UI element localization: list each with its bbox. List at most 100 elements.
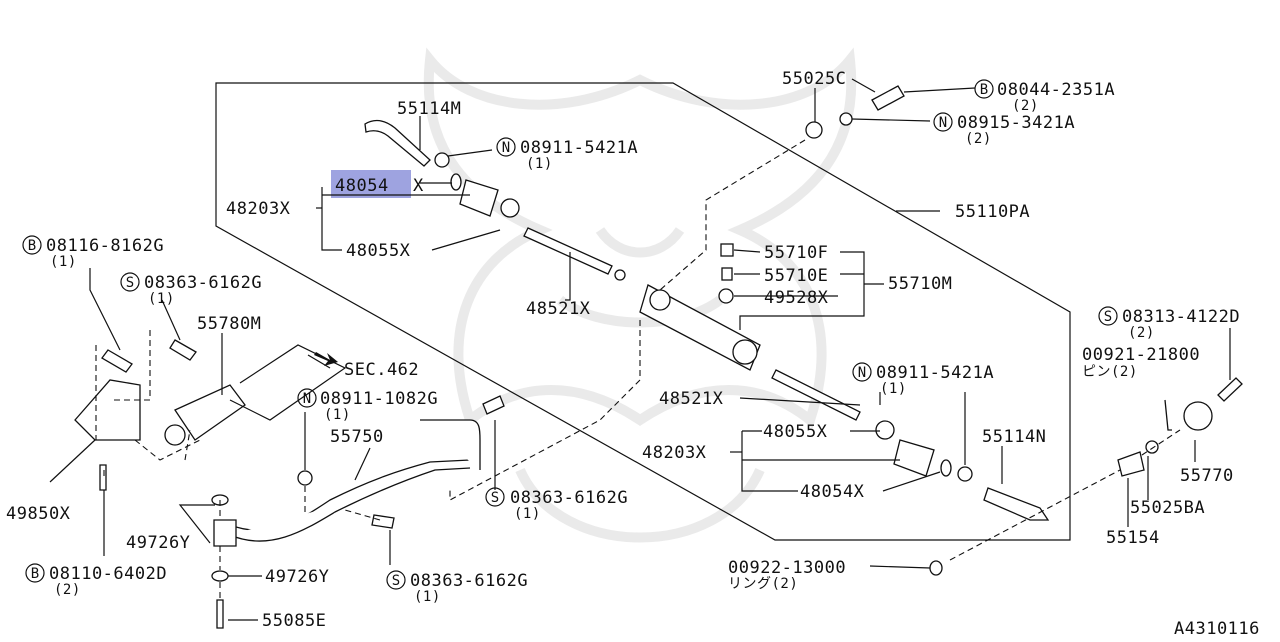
- qty-08911-top: (1): [526, 156, 553, 172]
- label-08363-6162G-b[interactable]: 08363-6162G: [510, 488, 628, 508]
- gear-housing: [639, 284, 761, 371]
- seal-49528: [718, 288, 734, 304]
- gear-port-b: [732, 339, 758, 365]
- boot-clamp-55114N: [983, 487, 1050, 521]
- label-49726Y-a[interactable]: 49726Y: [126, 533, 190, 553]
- boot-clamp-55114M: [364, 119, 431, 167]
- label-55025BA[interactable]: 55025BA: [1130, 498, 1205, 518]
- label-55770[interactable]: 55770: [1180, 466, 1234, 486]
- label-08363-6162G-a[interactable]: 08363-6162G: [144, 273, 262, 293]
- label-48054-suffix: X: [413, 176, 424, 196]
- bracket-49850: [74, 379, 141, 441]
- bushing-55154: [1117, 451, 1145, 477]
- bolt-symbol: B: [980, 82, 988, 98]
- label-48521X-bot[interactable]: 48521X: [659, 389, 724, 409]
- nut-bot: [957, 466, 973, 482]
- label-48055X-top[interactable]: 48055X: [346, 241, 411, 261]
- label-55710E[interactable]: 55710E: [764, 266, 828, 286]
- highlight-48054[interactable]: [331, 170, 411, 198]
- union-fitting: [213, 519, 237, 547]
- label-48054X-bot[interactable]: 48054X: [800, 482, 865, 502]
- tie-rod-48521-bot: [771, 369, 861, 421]
- label-sec-462[interactable]: SEC.462: [344, 360, 419, 380]
- label-08911-5421A-top[interactable]: 08911-5421A: [520, 138, 638, 158]
- qty-08915: (2): [965, 131, 992, 147]
- screw-symbol: S: [392, 573, 400, 589]
- screw-08363-c: [371, 514, 395, 529]
- nut-symbol: N: [303, 391, 311, 407]
- washer-55025BA: [1145, 440, 1159, 454]
- label-48054-top[interactable]: 48054: [335, 176, 389, 196]
- nut-symbol: N: [502, 140, 510, 156]
- qty-08116: (1): [50, 254, 77, 270]
- label-48521X-top[interactable]: 48521X: [526, 299, 591, 319]
- qty-08911-bot: (1): [880, 381, 907, 397]
- qty-08363-b: (1): [514, 506, 541, 522]
- washer-55025C: [805, 121, 823, 139]
- washer-49726-b: [211, 570, 229, 582]
- label-08915-3421A[interactable]: 08915-3421A: [957, 113, 1075, 133]
- label-00921-21800[interactable]: 00921-21800: [1082, 345, 1200, 365]
- label-55780M[interactable]: 55780M: [197, 314, 261, 334]
- label-49850X[interactable]: 49850X: [6, 504, 71, 524]
- label-55710F[interactable]: 55710F: [764, 243, 828, 263]
- bolt-symbol: B: [28, 238, 36, 254]
- label-08363-6162G-c[interactable]: 08363-6162G: [410, 571, 528, 591]
- label-55110PA[interactable]: 55110PA: [955, 202, 1030, 222]
- bolt-symbol: B: [31, 566, 39, 582]
- label-55114M[interactable]: 55114M: [397, 99, 461, 119]
- label-08313-4122D[interactable]: 08313-4122D: [1122, 307, 1240, 327]
- symbol-markers: [22, 79, 1118, 590]
- label-08044-2351A[interactable]: 08044-2351A: [997, 80, 1115, 100]
- hose-55750-b: [229, 467, 471, 542]
- reservoir-cap: [164, 424, 186, 446]
- label-08911-1082G[interactable]: 08911-1082G: [320, 389, 438, 409]
- screw-symbol: S: [1104, 309, 1112, 325]
- nut-08911-1082: [297, 470, 313, 486]
- label-48203X-top[interactable]: 48203X: [226, 199, 291, 219]
- screw-symbol: S: [126, 275, 134, 291]
- qty-08363-a: (1): [148, 291, 175, 307]
- qty-08363-c: (1): [414, 589, 441, 605]
- label-48055X-bot[interactable]: 48055X: [763, 422, 828, 442]
- ring-bot: [940, 459, 952, 477]
- label-08911-5421A-bot[interactable]: 08911-5421A: [876, 363, 994, 383]
- tie-rod-48521-top: [523, 227, 613, 275]
- figure-code: A4310116: [1174, 619, 1260, 638]
- label-00922-13000[interactable]: 00922-13000: [728, 558, 846, 578]
- label-08110-6402D[interactable]: 08110-6402D: [49, 564, 167, 584]
- label-55025C[interactable]: 55025C: [782, 69, 846, 89]
- insulator-55770: [1183, 401, 1213, 431]
- fitting-55710E: [721, 267, 733, 281]
- label-08116-8162G[interactable]: 08116-8162G: [46, 236, 164, 256]
- bolt-08044: [871, 85, 905, 111]
- label-55710M[interactable]: 55710M: [888, 274, 952, 294]
- nut-symbol: N: [858, 365, 866, 381]
- label-49726Y-b[interactable]: 49726Y: [265, 567, 329, 587]
- leader-lines: [49, 78, 1231, 621]
- qty-08110: (2): [54, 582, 81, 598]
- ring-top: [450, 173, 462, 191]
- tie-rod-end-top: [614, 269, 626, 281]
- part-labels: 55025C 08044-2351A (2) 08915-3421A (2) 5…: [6, 69, 1260, 639]
- label-55114N[interactable]: 55114N: [982, 427, 1046, 447]
- hose-loop: [420, 419, 481, 470]
- label-55750[interactable]: 55750: [330, 427, 384, 447]
- label-55085E[interactable]: 55085E: [262, 611, 326, 631]
- bolt-08110: [99, 464, 107, 491]
- label-49528X[interactable]: 49528X: [764, 288, 829, 308]
- fitting-55710F: [720, 243, 734, 257]
- screw-08363-b: [482, 395, 505, 415]
- assembly-frame: [215, 82, 1071, 541]
- bolt-08116: [101, 349, 133, 373]
- sec-arrow: [314, 352, 338, 366]
- label-55154[interactable]: 55154: [1106, 528, 1160, 548]
- nut-top: [434, 152, 450, 168]
- nut-symbol: N: [939, 115, 947, 131]
- symbol-letters: B N N B S S N N S B S: [28, 82, 1112, 589]
- boot-48203-top: [459, 179, 499, 217]
- dashed-lines: [95, 139, 1181, 598]
- label-48203X-bot[interactable]: 48203X: [642, 443, 707, 463]
- qty-08044: (2): [1012, 98, 1039, 114]
- clip-48055-top: [500, 198, 520, 218]
